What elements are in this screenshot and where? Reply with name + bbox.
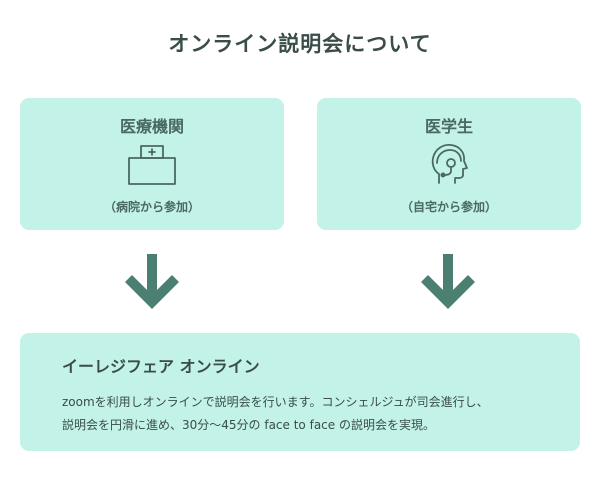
online-fair-description: zoomを利用しオンラインで説明会を行います。コンシェルジュが司会進行し、 説明…: [62, 395, 489, 432]
arrow-down-icon: [125, 254, 179, 309]
medical-student-title: 医学生: [424, 117, 473, 136]
page-title: オンライン説明会について: [168, 32, 432, 56]
medical-student-card: 医学生 （自宅から参加）: [317, 98, 581, 230]
hospital-icon: [128, 145, 176, 185]
medical-institution-card: 医療機関 （病院から参加）: [20, 98, 284, 230]
medical-institution-title: 医療機関: [119, 117, 184, 136]
arrow-down-icon: [421, 254, 475, 309]
medical-student-subtitle: （自宅から参加）: [400, 200, 497, 214]
online-fair-title: イーレジフェア オンライン: [62, 357, 260, 376]
headset-person-icon: [431, 144, 468, 184]
medical-institution-subtitle: （病院から参加）: [103, 200, 200, 214]
online-fair-box: イーレジフェア オンライン zoomを利用しオンラインで説明会を行います。コンシ…: [20, 333, 580, 451]
